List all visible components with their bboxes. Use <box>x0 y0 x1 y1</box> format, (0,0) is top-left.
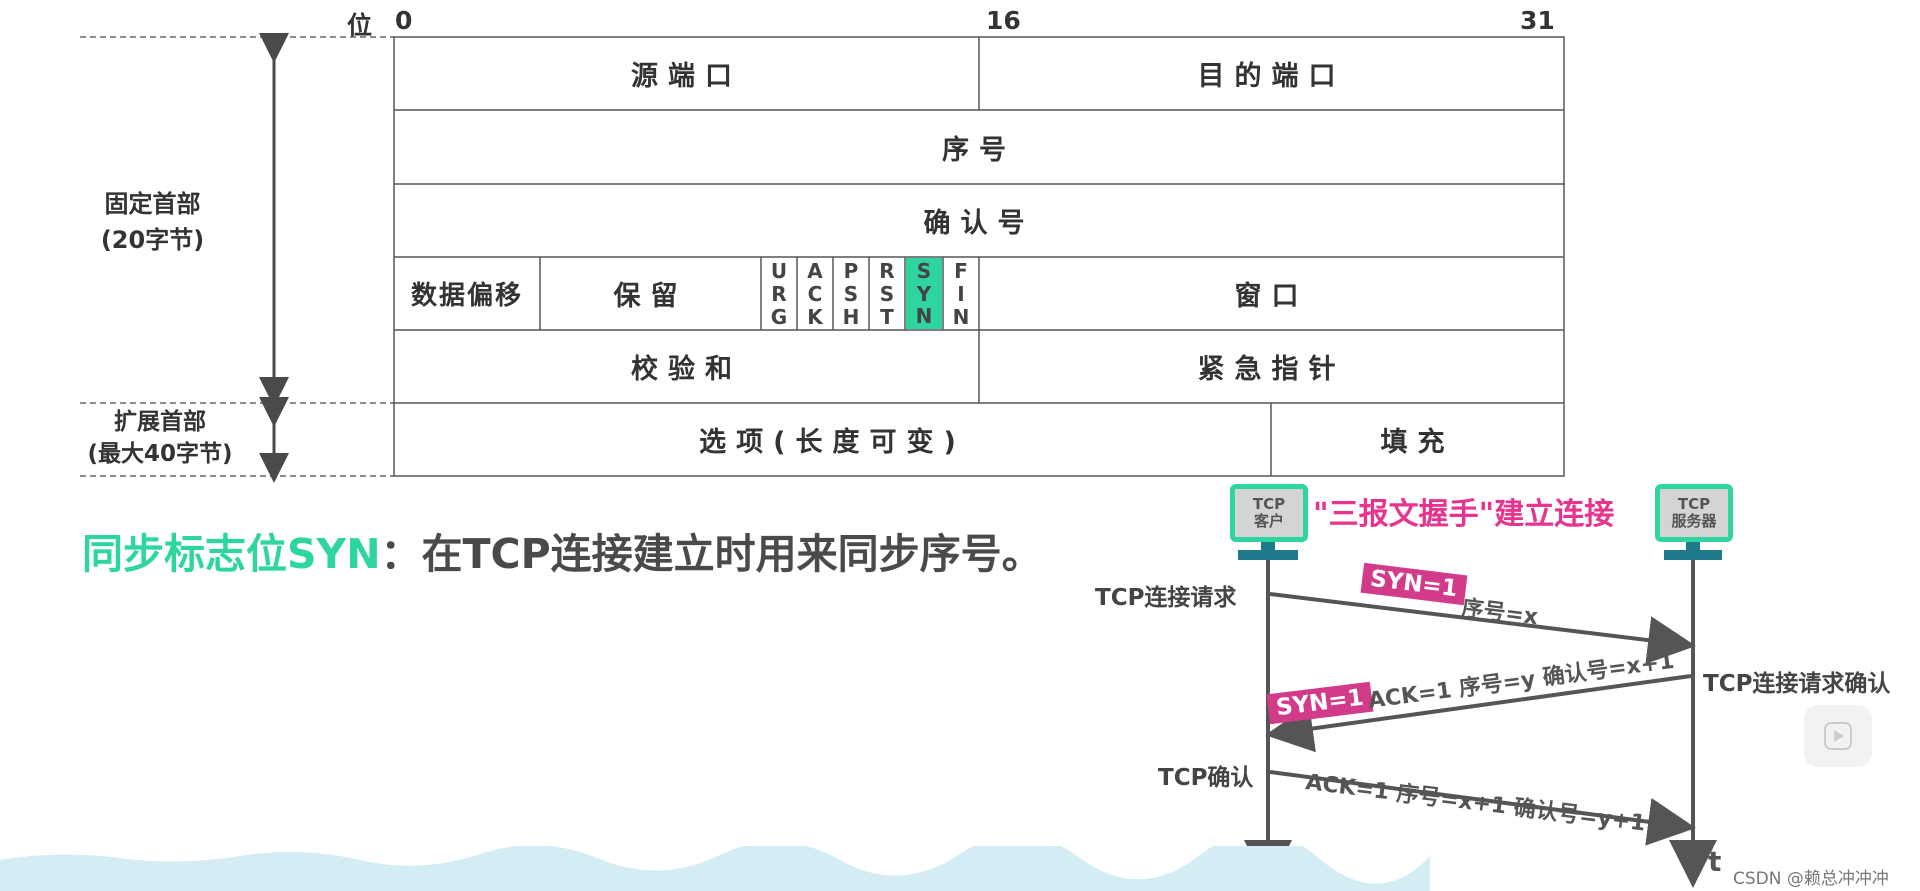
extended-header-title: 扩展首部 <box>114 409 206 435</box>
decorative-wave <box>0 846 1430 891</box>
bit-31-label: 31 <box>1520 6 1555 35</box>
fixed-header-size: (20字节) <box>100 226 205 254</box>
options-field: 选项(长度可变) <box>699 427 966 458</box>
bit-0-label: 0 <box>395 6 413 35</box>
urgent-pointer-field: 紧急指针 <box>1197 354 1346 385</box>
play-button[interactable] <box>1804 705 1872 767</box>
fixed-header-label: 固定首部 (20字节) <box>80 186 225 258</box>
extended-header-size: (最大40字节) <box>87 441 233 467</box>
window-field: 窗口 <box>1234 281 1309 312</box>
label-connection-request: TCP连接请求 <box>1095 585 1237 611</box>
acknowledgment-number-field: 确认号 <box>923 208 1035 239</box>
bit-axis-label: 位 <box>347 11 373 40</box>
handshake-title: "三报文握手"建立连接 <box>1313 497 1615 532</box>
data-offset-field: 数据偏移 <box>410 281 523 311</box>
padding-field: 填充 <box>1380 427 1455 458</box>
bit-16-label: 16 <box>986 6 1021 35</box>
label-tcp-confirm: TCP确认 <box>1158 765 1254 791</box>
fixed-header-title: 固定首部 <box>104 190 201 218</box>
sequence-number-field: 序号 <box>942 134 1016 166</box>
play-icon <box>1824 722 1852 750</box>
syn-caption: 同步标志位SYN：在TCP连接建立时用来同步序号。 <box>82 520 1043 580</box>
label-connection-request-confirm: TCP连接请求确认 <box>1703 671 1891 697</box>
source-port-field: 源端口 <box>631 61 742 92</box>
destination-port-field: 目的端口 <box>1197 61 1346 92</box>
syn-term: 同步标志位SYN <box>82 530 381 578</box>
reserved-field: 保留 <box>613 281 688 312</box>
checksum-field: 校验和 <box>631 354 742 385</box>
server-time-label: t <box>1708 845 1722 878</box>
syn-description: ：在TCP连接建立时用来同步序号。 <box>380 530 1043 578</box>
extended-header-label: 扩展首部 (最大40字节) <box>70 406 250 470</box>
watermark: CSDN @赖总冲冲冲 <box>1733 869 1889 889</box>
